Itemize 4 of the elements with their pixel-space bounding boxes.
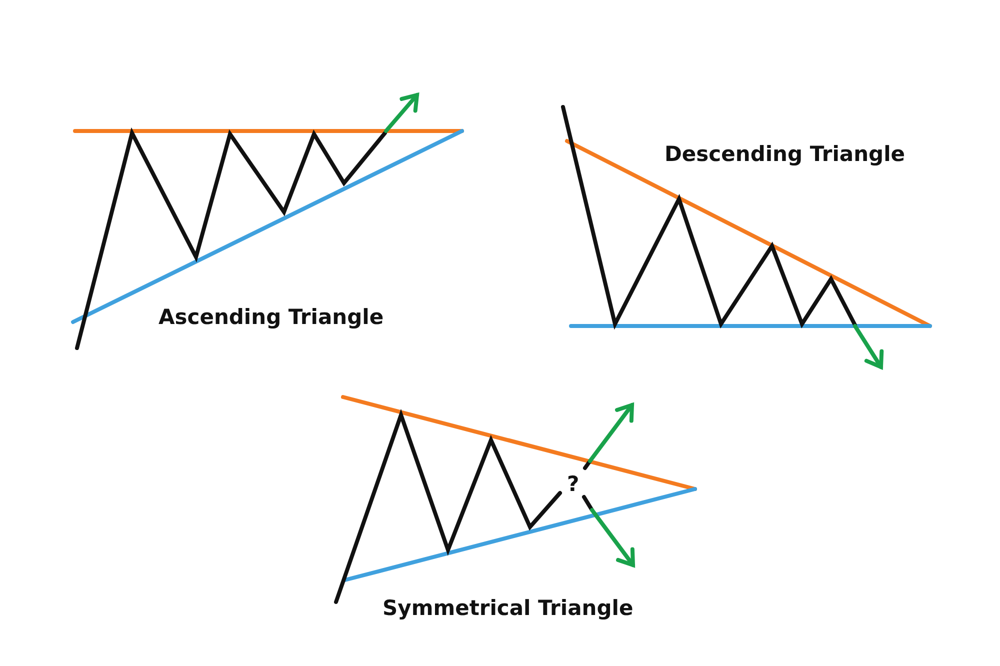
question-mark: ? xyxy=(567,474,580,494)
pattern-title: Descending Triangle xyxy=(664,144,906,164)
pattern-title: Ascending Triangle xyxy=(158,306,384,328)
pattern-title: Symmetrical Triangle xyxy=(382,598,634,618)
